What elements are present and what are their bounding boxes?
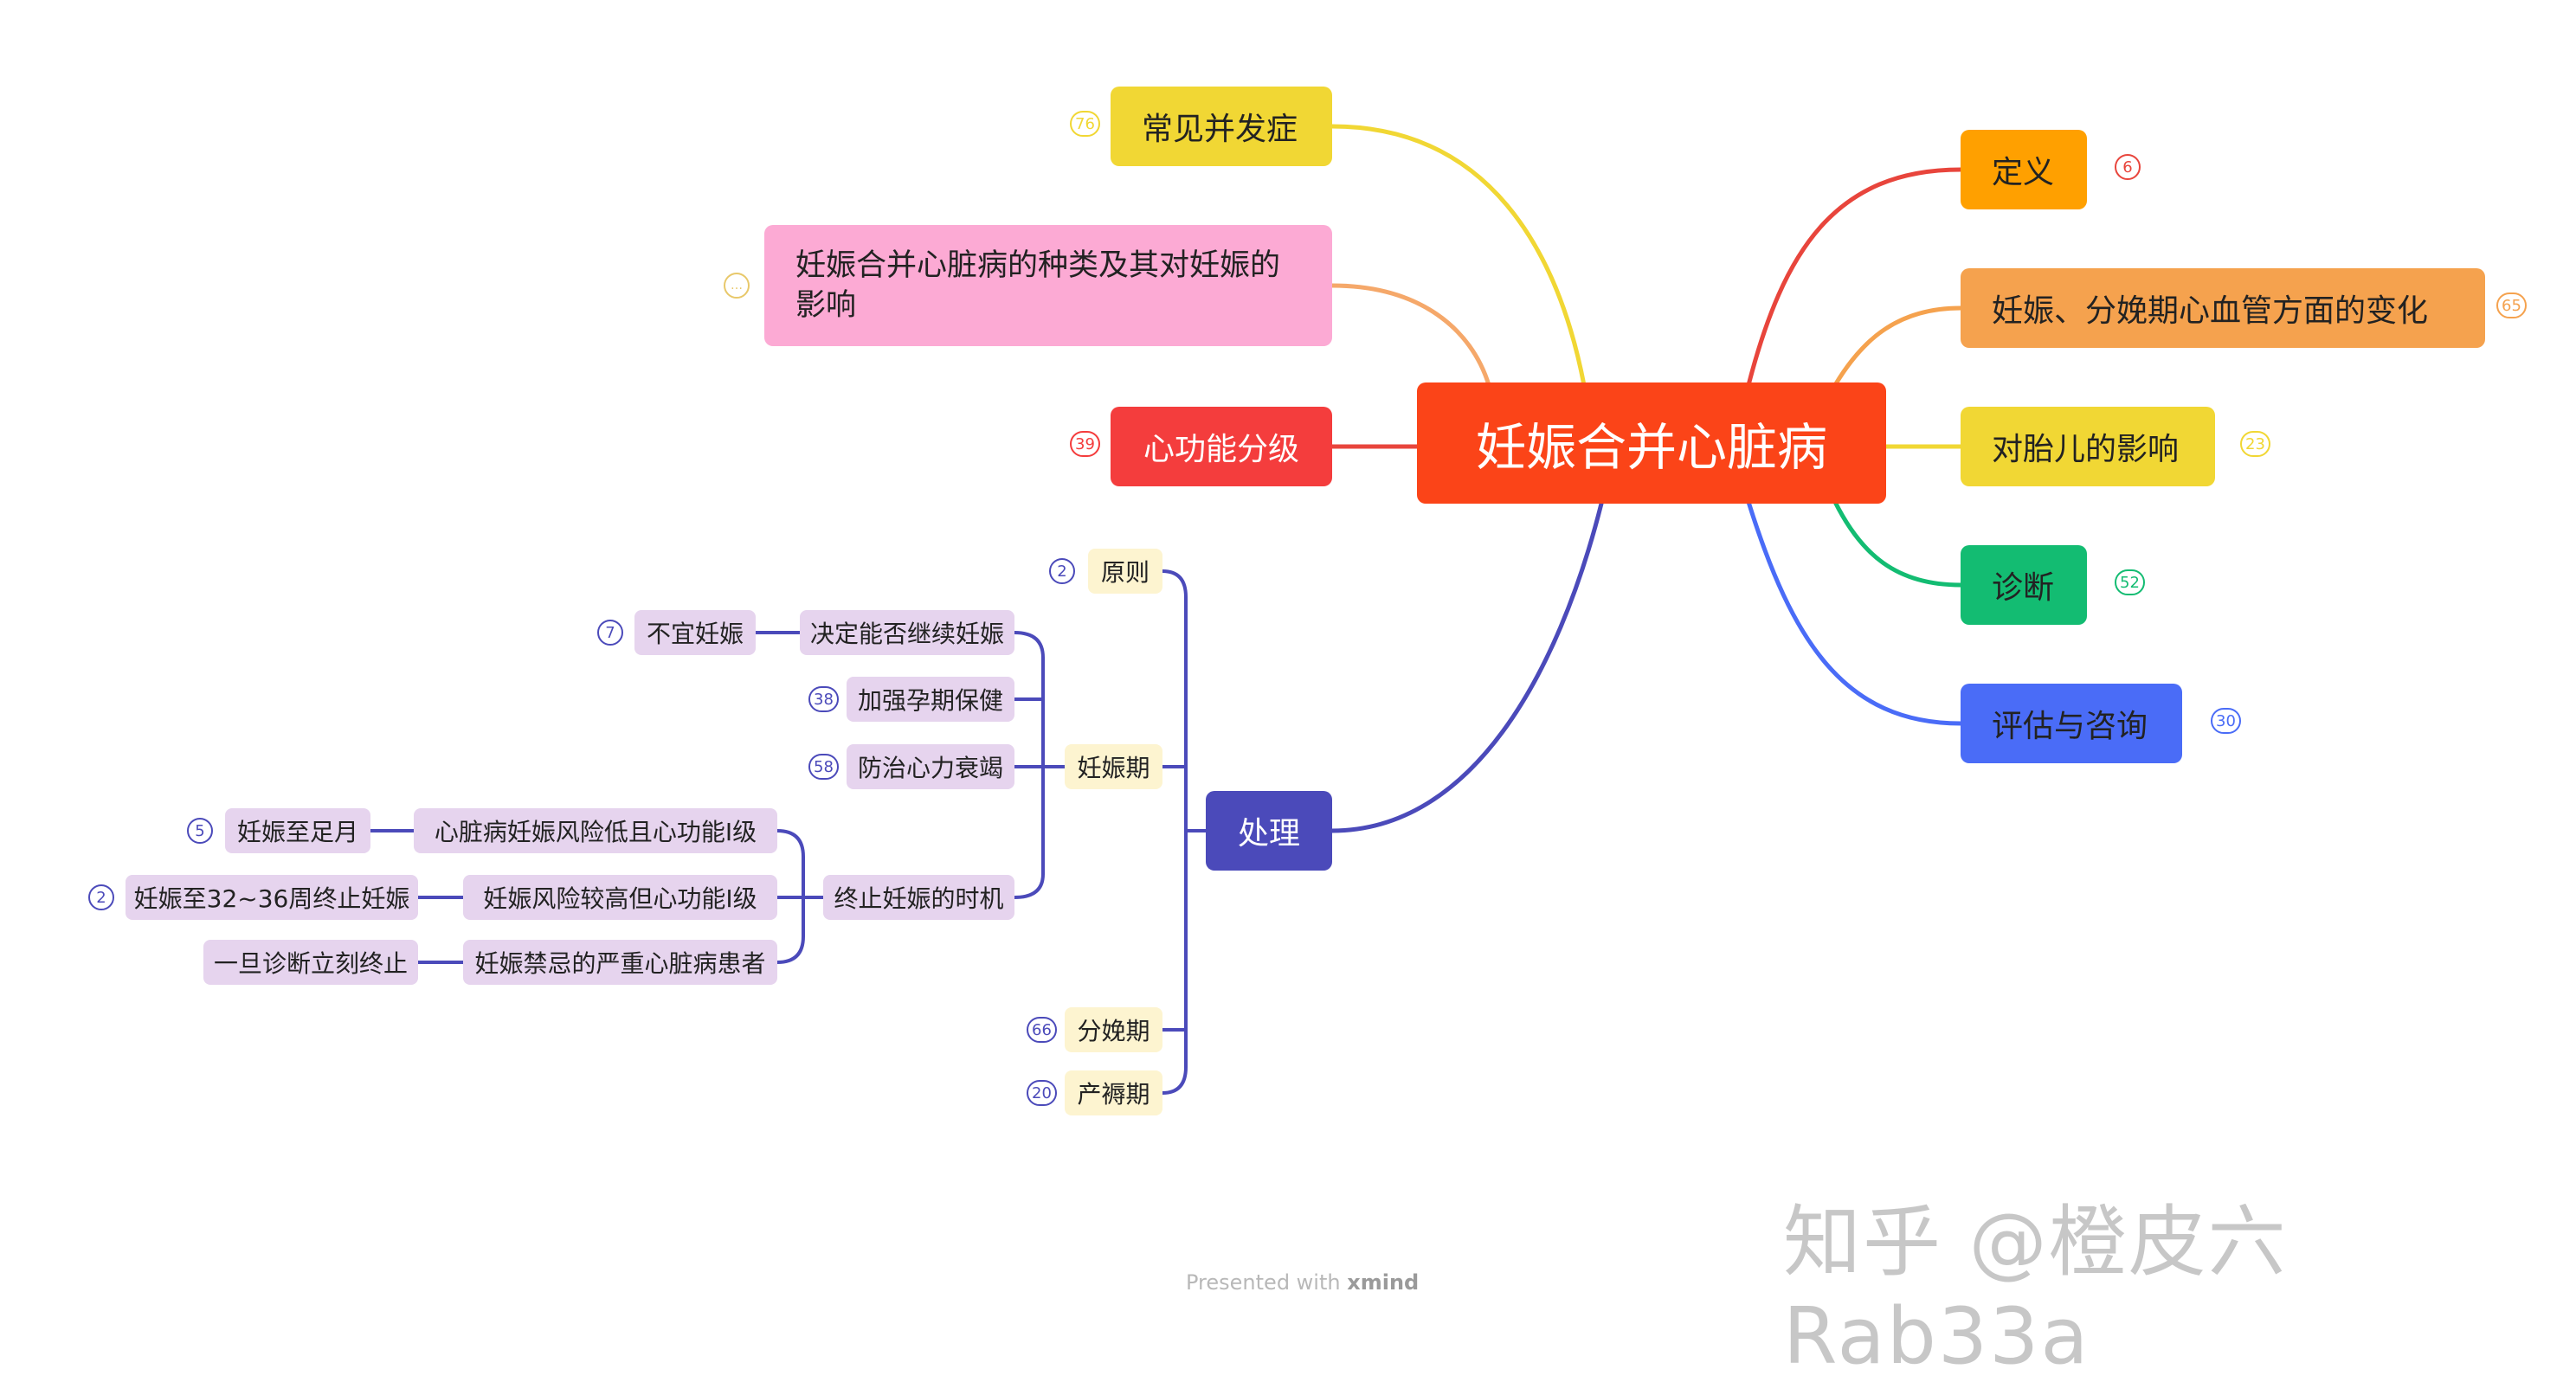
footer-prefix: Presented with	[1186, 1270, 1348, 1295]
subtopic-termination-timing[interactable]: 终止妊娠的时机	[823, 875, 1014, 920]
collapsed-count-badge[interactable]: 65	[2496, 292, 2527, 318]
subtopic-label: 原则	[1100, 558, 1150, 587]
subtopic-32-36-weeks[interactable]: 妊娠至32~36周终止妊娠	[126, 875, 418, 920]
subtopic-label: 妊娠至足月	[236, 818, 358, 846]
subtopic-label: 产褥期	[1077, 1080, 1150, 1109]
collapsed-count-badge[interactable]: 52	[2115, 569, 2145, 595]
subtopic-label: 决定能否继续妊娠	[810, 620, 1005, 648]
watermark: 知乎 @橙皮六Rab33a	[1783, 1197, 2288, 1382]
topic-label: 常见并发症	[1142, 112, 1298, 147]
subtopic-label: 妊娠期	[1077, 754, 1150, 782]
subtopic-terminate-immediately[interactable]: 一旦诊断立刻终止	[203, 940, 418, 985]
footer-credit: Presented with xmind	[1186, 1270, 1419, 1295]
collapsed-count-badge[interactable]: 39	[1070, 431, 1100, 457]
topic-label: 妊娠、分娩期心血管方面的变化	[1992, 293, 2429, 329]
collapsed-count-badge[interactable]: 30	[2211, 708, 2241, 734]
connector-treatment	[1330, 501, 1604, 833]
connector-definition	[1746, 167, 1963, 388]
collapsed-count-badge[interactable]: 2	[88, 884, 114, 910]
topic-assessment-consulting[interactable]: 评估与咨询	[1961, 684, 2182, 763]
subtopic-label: 一旦诊断立刻终止	[214, 949, 409, 978]
connector-assessment	[1746, 499, 1963, 726]
connector-diagnosis	[1832, 499, 1963, 588]
subtopic-principle[interactable]: 原则	[1088, 549, 1162, 594]
topic-label-line-2: 影响	[795, 288, 857, 323]
subtopic-label: 分娩期	[1077, 1017, 1150, 1045]
collapsed-count-badge[interactable]: 38	[808, 686, 839, 712]
collapsed-count-badge[interactable]: 7	[597, 620, 623, 646]
connector-types	[1330, 283, 1491, 388]
subtopic-not-suitable[interactable]: 不宜妊娠	[634, 610, 756, 655]
subtopic-label: 防治心力衰竭	[857, 754, 1003, 782]
connector-complications	[1330, 124, 1587, 388]
topic-label: 对胎儿的影响	[1992, 432, 2180, 467]
subtopic-label: 不宜妊娠	[646, 620, 744, 648]
connector-lines	[369, 124, 1963, 1095]
xmind-brand: xmind	[1347, 1270, 1420, 1295]
mindmap-canvas: 妊娠合并心脏病 定义 6 妊娠、分娩期心血管方面的变化 65 对胎儿的影响 23…	[88, 87, 2527, 1382]
collapsed-count-badge[interactable]: 20	[1027, 1080, 1057, 1106]
subtopic-contraindicated[interactable]: 妊娠禁忌的严重心脏病患者	[463, 940, 777, 985]
collapsed-count-badge[interactable]: 23	[2240, 431, 2270, 457]
subtopic-label: 妊娠至32~36周终止妊娠	[133, 884, 410, 913]
subtopic-label: 妊娠风险较高但心功能Ⅰ级	[483, 884, 757, 913]
central-topic[interactable]: 妊娠合并心脏病	[1417, 382, 1886, 504]
collapsed-count-badge[interactable]: 2	[1049, 558, 1075, 584]
topic-diagnosis[interactable]: 诊断	[1961, 545, 2087, 625]
subtopic-label: 心脏病妊娠风险低且心功能Ⅰ级	[434, 818, 757, 846]
subtopic-continue-pregnancy[interactable]: 决定能否继续妊娠	[800, 610, 1014, 655]
subtopic-high-risk[interactable]: 妊娠风险较高但心功能Ⅰ级	[463, 875, 777, 920]
subtopic-low-risk[interactable]: 心脏病妊娠风险低且心功能Ⅰ级	[414, 808, 777, 853]
collapsed-count-badge[interactable]: 66	[1027, 1017, 1057, 1043]
topic-types-and-impact[interactable]: 妊娠合并心脏病的种类及其对妊娠的 影响	[764, 225, 1332, 346]
topic-label: 诊断	[1992, 570, 2055, 606]
topic-definition[interactable]: 定义	[1961, 130, 2087, 209]
collapsed-count-badge[interactable]: 6	[2115, 154, 2141, 180]
subtopic-label: 妊娠禁忌的严重心脏病患者	[474, 949, 766, 978]
connector-cardiovascular	[1832, 305, 1963, 388]
subtopic-label: 终止妊娠的时机	[834, 884, 1004, 913]
topic-label-line-1: 妊娠合并心脏病的种类及其对妊娠的	[795, 248, 1281, 283]
central-topic-label: 妊娠合并心脏病	[1475, 418, 1827, 477]
collapsed-count-badge[interactable]: 5	[187, 818, 213, 844]
subtopic-prenatal-care[interactable]: 加强孕期保健	[847, 677, 1014, 722]
topic-label: 评估与咨询	[1992, 709, 2148, 744]
subtopic-pregnancy-period[interactable]: 妊娠期	[1065, 744, 1162, 789]
subtopic-delivery-period[interactable]: 分娩期	[1065, 1007, 1162, 1052]
connector-treatment-trunk	[1161, 569, 1188, 1095]
collapsed-count-badge[interactable]: 76	[1070, 111, 1100, 137]
topic-treatment[interactable]: 处理	[1206, 791, 1332, 871]
subtopic-puerperium[interactable]: 产褥期	[1065, 1070, 1162, 1115]
topic-cardiac-function-grading[interactable]: 心功能分级	[1111, 407, 1332, 486]
topic-fetal-impact[interactable]: 对胎儿的影响	[1961, 407, 2215, 486]
collapsed-count-badge[interactable]: 58	[808, 754, 839, 780]
topic-label: 定义	[1992, 155, 2055, 190]
more-icon[interactable]: …	[724, 273, 750, 299]
topic-cardiovascular-changes[interactable]: 妊娠、分娩期心血管方面的变化	[1961, 268, 2485, 348]
subtopic-full-term[interactable]: 妊娠至足月	[225, 808, 370, 853]
topic-label: 处理	[1237, 816, 1300, 852]
subtopic-label: 加强孕期保健	[857, 686, 1003, 715]
topic-label: 心功能分级	[1143, 432, 1299, 467]
subtopic-heart-failure-prevention[interactable]: 防治心力衰竭	[847, 744, 1014, 789]
topic-complications[interactable]: 常见并发症	[1111, 87, 1332, 166]
